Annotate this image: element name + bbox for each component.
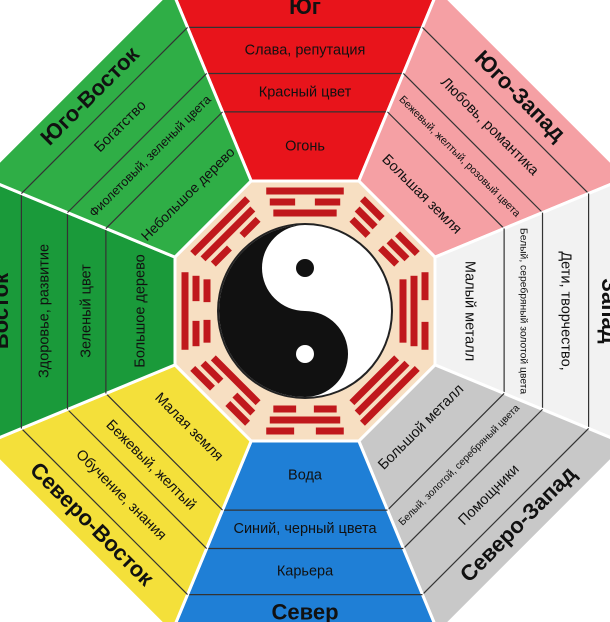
trigram-line-broken — [266, 427, 295, 435]
sector-south-line-1: Красный цвет — [259, 85, 352, 101]
sector-east-title: Восток — [0, 272, 13, 349]
trigram-line-broken — [225, 401, 251, 426]
sector-southeast-divider — [67, 73, 208, 214]
sector-northwest-divider — [387, 393, 505, 511]
trigram-line-broken — [210, 245, 232, 267]
yin-yang-symbol — [217, 223, 393, 399]
trigram-line-solid — [399, 279, 407, 343]
trigram-northwest — [349, 355, 420, 426]
trigram-southeast — [190, 196, 261, 267]
trigram-north — [266, 405, 344, 435]
trigram-line-solid — [410, 275, 418, 347]
trigram-line-broken — [386, 238, 410, 262]
sector-south-line-2: Огонь — [285, 138, 325, 154]
sector-south-title: Юг — [289, 0, 321, 19]
trigram-west — [399, 272, 429, 350]
sector-west-title: Запад — [597, 278, 610, 344]
trigram-line-broken — [421, 272, 429, 301]
sector-northwest-divider — [402, 408, 543, 549]
trigram-line-broken — [192, 320, 200, 347]
trigram-line-broken — [200, 360, 224, 384]
trigram-line-solid — [349, 355, 400, 406]
yin-dot — [296, 259, 314, 277]
trigram-line-broken — [232, 392, 256, 416]
trigram-line-broken — [203, 319, 211, 343]
trigram-line-broken — [190, 365, 215, 391]
sector-southeast-divider — [20, 26, 188, 194]
trigram-line-broken — [349, 216, 371, 238]
trigram-line-broken — [315, 427, 344, 435]
sector-south-line-0: Слава, репутация — [245, 42, 366, 58]
sector-north-title: Север — [271, 600, 338, 622]
sector-east-line-1: Зеленый цвет — [79, 264, 95, 358]
sector-southwest-divider — [402, 73, 543, 214]
trigram-line-broken — [239, 216, 261, 238]
sector-east-line-2: Большое дерево — [132, 254, 148, 367]
sector-east-line-0: Здоровье, развитие — [36, 244, 52, 378]
trigram-line-broken — [421, 321, 429, 350]
trigram-line-broken — [313, 405, 337, 413]
trigram-line-solid — [359, 365, 420, 426]
trigram-line-solid — [273, 209, 337, 217]
sector-northwest-divider — [422, 428, 590, 596]
trigram-line-broken — [395, 231, 420, 257]
trigram-line-solid — [210, 355, 261, 406]
trigram-line-broken — [354, 206, 378, 230]
sector-southeast-divider — [105, 111, 223, 229]
trigram-line-broken — [192, 275, 200, 302]
sector-north-line-0: Карьера — [277, 563, 334, 579]
sector-southwest-divider — [422, 26, 590, 194]
trigram-line-solid — [200, 206, 256, 262]
sector-northeast-divider — [105, 393, 223, 511]
sector-northeast-divider — [20, 428, 188, 596]
trigram-line-solid — [269, 416, 341, 424]
sector-north-line-1: Синий, черный цвета — [233, 521, 377, 537]
trigram-line-broken — [273, 405, 297, 413]
trigram-southwest — [349, 196, 420, 267]
sector-northeast-divider — [67, 408, 208, 549]
trigram-northeast — [190, 355, 261, 426]
yang-dot — [296, 345, 314, 363]
sector-west-line-0: Дети, творчество, — [558, 251, 574, 370]
sector-west-line-2: Малый металл — [462, 261, 478, 361]
trigram-line-broken — [359, 196, 385, 221]
trigram-line-solid — [190, 196, 251, 257]
sector-southwest-divider — [387, 111, 505, 229]
yin-half — [219, 225, 348, 397]
sector-west-line-1: Белый, серебряный золотой цвета — [518, 228, 530, 394]
trigram-south — [266, 187, 344, 217]
trigram-line-solid — [354, 360, 410, 416]
trigram-east — [181, 272, 211, 350]
trigram-line-solid — [266, 187, 344, 195]
sector-north-line-2: Вода — [288, 467, 323, 483]
trigram-line-broken — [269, 198, 296, 206]
trigram-line-broken — [378, 245, 400, 267]
trigram-line-broken — [314, 198, 341, 206]
trigram-line-broken — [203, 279, 211, 303]
trigram-line-solid — [181, 272, 189, 350]
